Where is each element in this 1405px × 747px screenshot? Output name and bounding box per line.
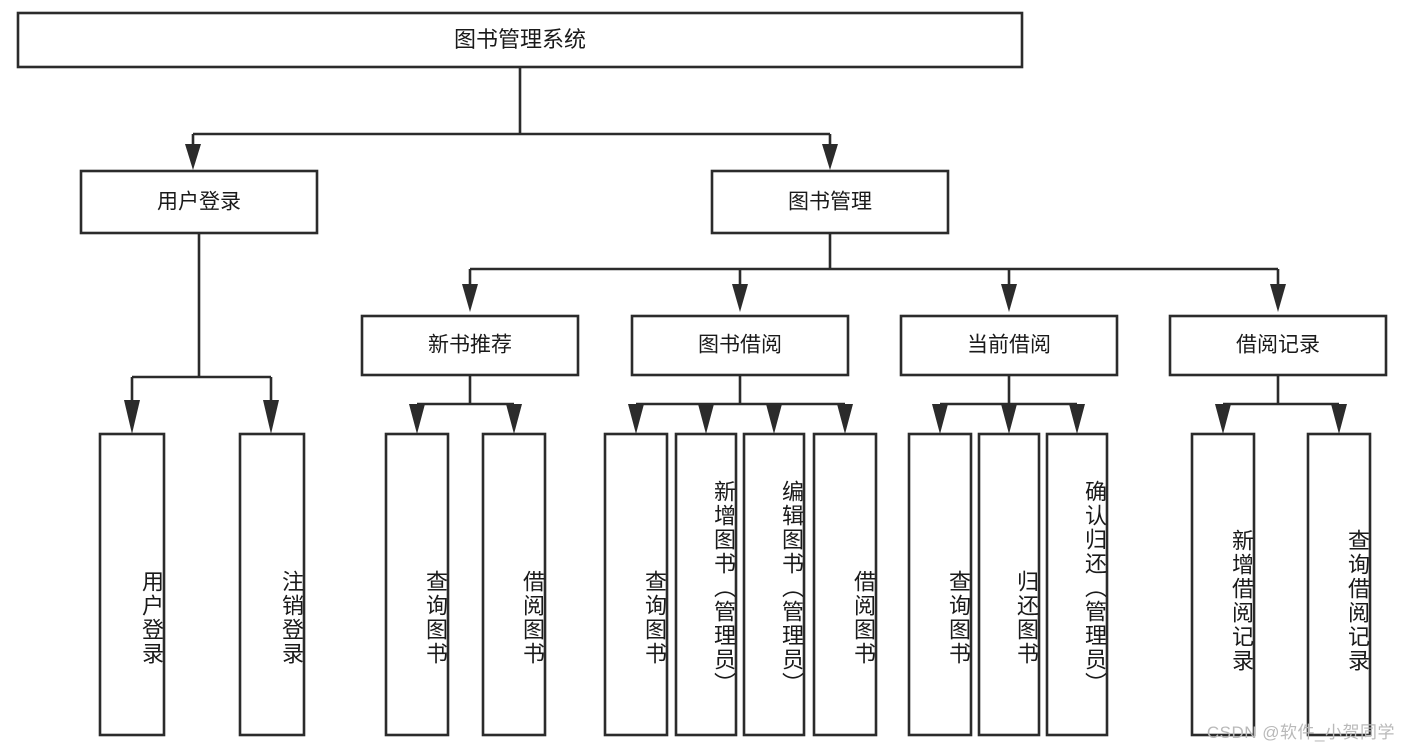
node-user-login-label: 用户登录: [157, 191, 241, 214]
arrow-head-icon: [1331, 404, 1347, 434]
arrow-head-icon: [628, 404, 644, 434]
connector-currentborrow-to-leaves: [932, 375, 1085, 434]
node-leaf-borrow-book-1[interactable]: [481, 432, 547, 737]
arrow-head-icon: [462, 284, 478, 312]
arrow-head-icon: [1270, 284, 1286, 312]
arrow-head-icon: [1001, 284, 1017, 312]
connector-root-to-level2: [185, 67, 838, 170]
connector-bookmanage-to-level3: [462, 233, 1286, 312]
node-leaf-query-book-3[interactable]: [907, 432, 973, 737]
arrow-head-icon: [124, 400, 140, 434]
watermark-text: CSDN @软件_小贺同学: [1206, 723, 1395, 742]
arrow-head-icon: [698, 404, 714, 434]
node-leaf-borrow-book-2[interactable]: [812, 432, 878, 737]
node-leaf-add-record[interactable]: [1190, 432, 1256, 737]
connector-borrowrecord-to-leaves: [1215, 375, 1347, 434]
node-leaf-edit-book[interactable]: [742, 432, 806, 737]
node-book-manage-label: 图书管理: [788, 191, 872, 214]
arrow-head-icon: [1001, 404, 1017, 434]
arrow-head-icon: [932, 404, 948, 434]
arrow-head-icon: [822, 144, 838, 170]
node-book-borrow-label: 图书借阅: [698, 334, 782, 357]
node-book-manage[interactable]: 图书管理: [710, 169, 950, 235]
node-new-book-rec[interactable]: 新书推荐: [360, 314, 580, 377]
node-leaf-query-book-1[interactable]: [384, 432, 450, 737]
connector-newbook-to-leaves: [409, 375, 522, 434]
arrow-head-icon: [185, 144, 201, 170]
arrow-head-icon: [1215, 404, 1231, 434]
node-leaf-user-login[interactable]: [98, 432, 166, 737]
node-leaf-add-book[interactable]: [674, 432, 738, 737]
node-leaf-user-logout[interactable]: [238, 432, 306, 737]
connector-userlogin-to-leaves: [124, 233, 279, 434]
arrow-head-icon: [732, 284, 748, 312]
node-current-borrow-label: 当前借阅: [967, 334, 1051, 357]
arrow-head-icon: [837, 404, 853, 434]
node-current-borrow[interactable]: 当前借阅: [899, 314, 1119, 377]
node-leaf-query-record[interactable]: [1306, 432, 1372, 737]
arrow-head-icon: [263, 400, 279, 434]
node-borrow-record-label: 借阅记录: [1236, 334, 1320, 357]
node-leaf-return-book[interactable]: [977, 432, 1041, 737]
arrow-head-icon: [1069, 404, 1085, 434]
node-new-book-rec-label: 新书推荐: [428, 334, 512, 357]
arrow-head-icon: [409, 404, 425, 434]
node-borrow-record[interactable]: 借阅记录: [1168, 314, 1388, 377]
node-book-borrow[interactable]: 图书借阅: [630, 314, 850, 377]
node-root-label: 图书管理系统: [454, 27, 586, 52]
connector-bookborrow-to-leaves: [628, 375, 853, 434]
arrow-head-icon: [506, 404, 522, 434]
arrow-head-icon: [766, 404, 782, 434]
node-leaf-confirm-return[interactable]: [1045, 432, 1109, 737]
node-user-login[interactable]: 用户登录: [79, 169, 319, 235]
node-leaf-query-book-2[interactable]: [603, 432, 669, 737]
node-root[interactable]: 图书管理系统: [16, 11, 1024, 69]
